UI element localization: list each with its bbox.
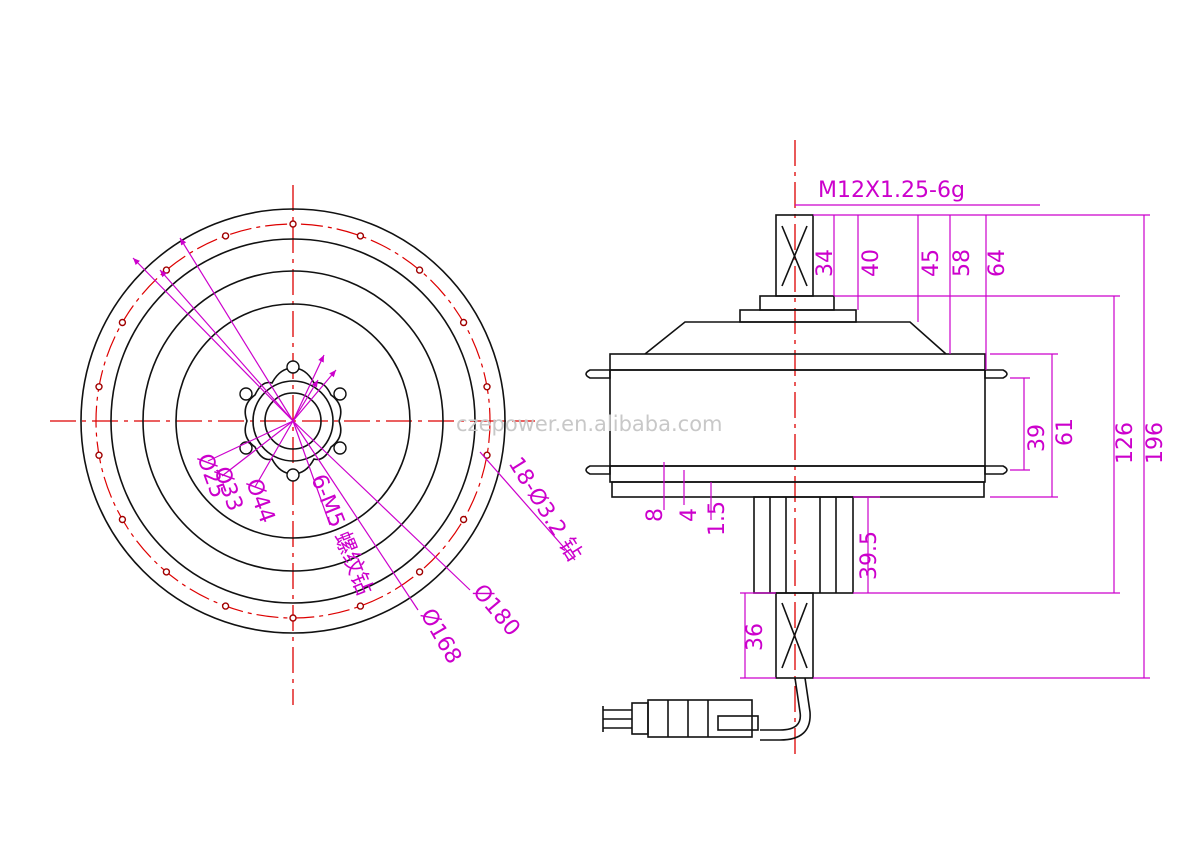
- front-leaders: [132, 237, 576, 611]
- label-dim-36: 36: [743, 623, 768, 651]
- spoke-hole: [289, 614, 297, 622]
- front-centerlines: [50, 185, 535, 705]
- spoke-hole: [289, 220, 297, 228]
- spoke-hole: [356, 602, 365, 610]
- spoke-hole: [415, 568, 424, 576]
- motor-body: [585, 214, 1008, 741]
- bolt-holes: [239, 360, 347, 482]
- side-view: M12X1.25-6g 34 40 45 58 64 39 61 126 196…: [585, 140, 1168, 760]
- spoke-hole: [162, 266, 171, 274]
- spoke-hole: [118, 318, 127, 327]
- spoke-hole: [483, 383, 491, 391]
- spoke-hole: [118, 515, 127, 524]
- label-dim-126: 126: [1113, 422, 1138, 464]
- label-dim-40: 40: [859, 249, 884, 277]
- spoke-hole: [221, 602, 230, 610]
- spoke-holes: [95, 220, 491, 622]
- label-dim-64: 64: [985, 249, 1010, 277]
- label-thread: M12X1.25-6g: [818, 178, 965, 203]
- spoke-hole: [415, 266, 424, 274]
- spoke-hole: [95, 383, 103, 391]
- label-dim-58: 58: [950, 249, 975, 277]
- label-holes-note: 18-Ø3.2 钻: [503, 453, 586, 566]
- spoke-hole: [95, 451, 103, 459]
- spoke-hole: [162, 568, 171, 576]
- spoke-hole: [459, 318, 468, 327]
- front-view: Ø25 Ø33 Ø44 6-M5 螺纹钻 Ø168 Ø180 18-Ø3.2 钻: [50, 185, 586, 705]
- watermark: czepower.en.alibaba.com: [456, 412, 723, 436]
- spoke-hole: [459, 515, 468, 524]
- label-dim-39: 39: [1025, 424, 1050, 452]
- label-dim-39-5: 39.5: [857, 531, 882, 580]
- label-dim-4: 4: [677, 508, 702, 522]
- label-dim-8: 8: [643, 508, 668, 522]
- spoke-hole: [483, 451, 491, 459]
- label-d168: Ø168: [415, 605, 466, 669]
- hub-outline: [80, 208, 506, 634]
- side-dimension-lines: [663, 204, 1150, 679]
- label-dim-34: 34: [813, 249, 838, 277]
- spoke-hole: [221, 232, 230, 240]
- label-dim-45: 45: [919, 249, 944, 277]
- label-dim-1-5: 1.5: [705, 501, 730, 536]
- label-dim-196: 196: [1143, 422, 1168, 464]
- label-d180: Ø180: [467, 580, 524, 642]
- spoke-hole: [356, 232, 365, 240]
- label-dim-61: 61: [1053, 418, 1078, 446]
